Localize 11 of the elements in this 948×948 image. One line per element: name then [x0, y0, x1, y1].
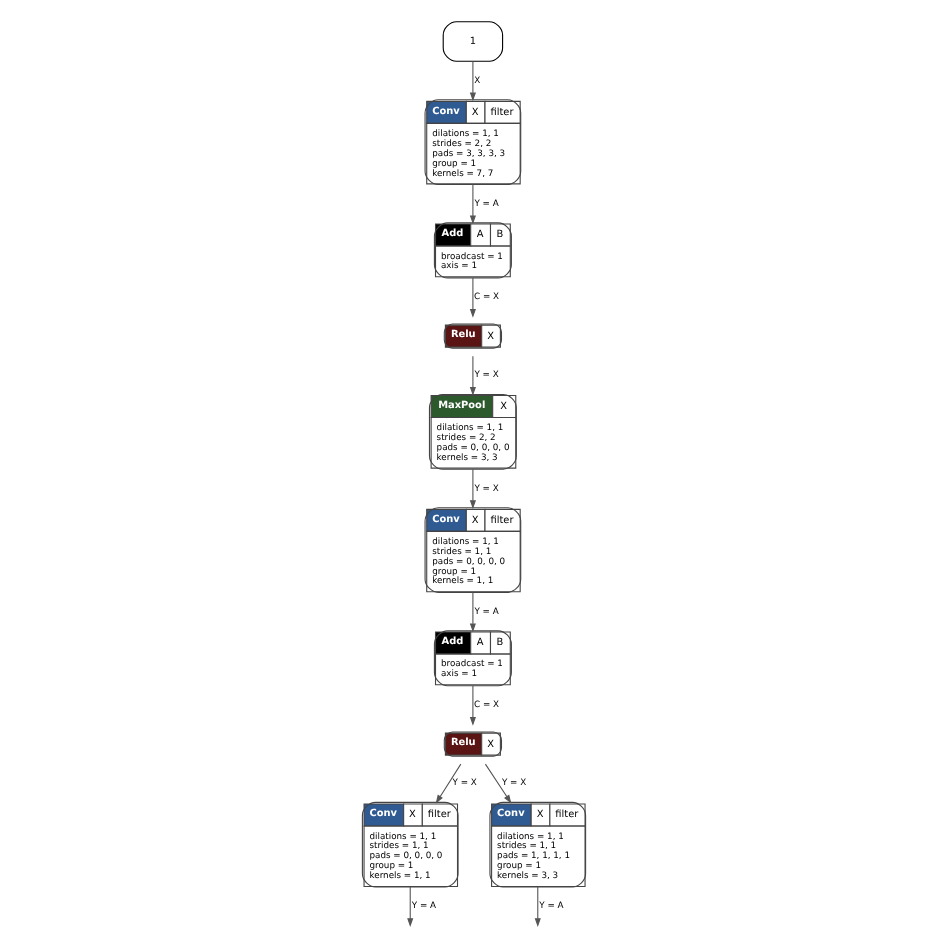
arrow — [534, 886, 541, 928]
arrow — [469, 61, 476, 102]
arrow — [469, 591, 476, 633]
arrow — [484, 763, 512, 804]
arrow — [469, 355, 476, 396]
arrow — [469, 184, 476, 225]
arrow — [469, 685, 476, 726]
arrow — [469, 468, 476, 510]
arrow — [407, 886, 414, 928]
arrow — [469, 277, 476, 318]
arrow — [435, 763, 462, 804]
